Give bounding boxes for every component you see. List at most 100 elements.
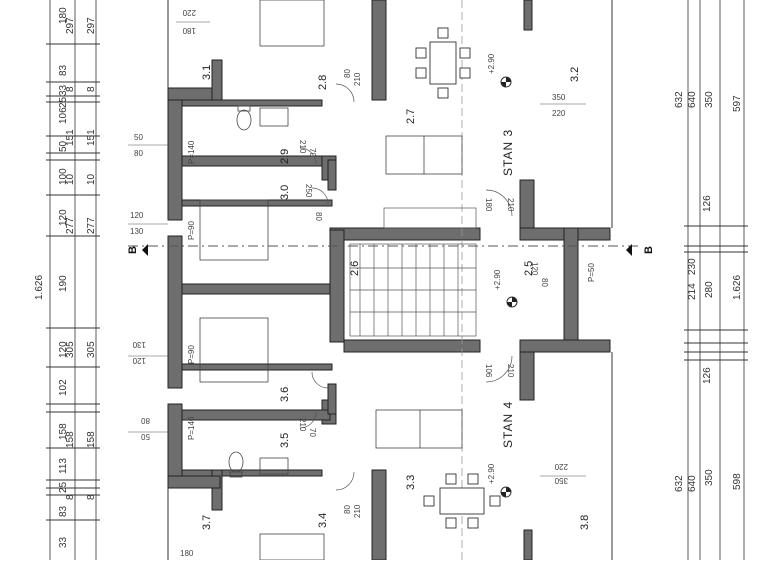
- level-mark-lower: +2.90: [487, 463, 496, 484]
- walls: [167, 0, 611, 561]
- section-mark-right: B: [643, 246, 655, 254]
- dining-table-bottom: [423, 473, 501, 529]
- dim-label: 50: [58, 140, 69, 152]
- dim-label: 305: [65, 341, 76, 358]
- level-mark-center-symbol: [506, 296, 518, 308]
- dim-label: 350: [704, 469, 715, 486]
- room-label: 3.4: [317, 513, 329, 528]
- annotation: 350: [552, 93, 566, 102]
- dim-label: 640: [687, 91, 698, 108]
- dim-label: 230: [687, 258, 698, 275]
- annotation: 210: [353, 72, 362, 86]
- dim-label: 632: [674, 475, 685, 492]
- dim-label: 25: [58, 481, 69, 493]
- annotation: 210: [506, 198, 515, 212]
- annotation: P=140: [187, 416, 196, 440]
- dining-table-top: [415, 27, 471, 99]
- dim-label: 640: [687, 475, 698, 492]
- dim-label: 25: [58, 96, 69, 108]
- dim-label: 83: [58, 64, 69, 76]
- dim-label: 113: [58, 458, 69, 474]
- dim-label: 151: [86, 129, 97, 146]
- room-label: 2.7: [405, 109, 417, 124]
- dim-label: 280: [704, 281, 715, 298]
- level-mark-upper-symbol: [500, 76, 512, 88]
- room-label: 3.5: [279, 433, 291, 448]
- annotation: 180: [182, 26, 196, 35]
- room-label: 3.0: [279, 185, 291, 200]
- dim-label: 33: [58, 84, 69, 96]
- annotation: 120: [530, 262, 539, 276]
- dim-label: 10: [86, 173, 97, 185]
- annotation: 106: [484, 364, 493, 378]
- annotation: 70: [308, 148, 317, 157]
- dim-label: 277: [86, 217, 97, 234]
- dim-label: 106: [58, 107, 69, 124]
- right-dimension-labels: 632 632 640 126 214 230 126 640 350 280 …: [674, 91, 743, 492]
- room-label: 3.6: [279, 387, 291, 402]
- door-swings: [299, 83, 513, 491]
- dim-label: 277: [65, 217, 76, 234]
- annotation: P=90: [187, 345, 196, 364]
- leader-lines: [128, 21, 586, 477]
- annotation: 120: [132, 356, 146, 365]
- dim-label: 214: [687, 283, 698, 300]
- dim-label: 83: [58, 505, 69, 517]
- annotation: 220: [552, 109, 566, 118]
- annotation: 80: [134, 149, 143, 158]
- left-dimension-chain: [46, 0, 100, 560]
- dim-label: 102: [58, 379, 69, 396]
- apartment-label-lower: STAN 4: [501, 401, 515, 448]
- room-label: 3.8: [579, 515, 591, 530]
- annotation: 80: [314, 212, 323, 221]
- apartment-label-upper: STAN 3: [501, 129, 515, 176]
- dim-label: 1.626: [732, 275, 743, 300]
- annotations: P=140 P=90 P=90 P=140 P=50 350 220 220 3…: [130, 8, 596, 558]
- left-dimension-labels: 1.626 180 83 33 25 106 50 100 120 190 12…: [34, 7, 97, 548]
- annotation: 50: [141, 432, 150, 441]
- room-label: 3.1: [201, 65, 213, 80]
- annotation: 80: [540, 278, 549, 287]
- dim-label: 126: [702, 367, 713, 384]
- furniture: [199, 0, 463, 561]
- dim-label: 305: [86, 341, 97, 358]
- level-mark-center: +2.90: [493, 269, 502, 290]
- room-label: 3.3: [405, 475, 417, 490]
- annotation: 120: [130, 211, 144, 220]
- dim-label: 10: [65, 173, 76, 185]
- section-arrow-left: [142, 244, 148, 256]
- room-label: 3.2: [569, 67, 581, 82]
- annotation: 80: [343, 505, 352, 514]
- dim-label: 8: [65, 494, 76, 500]
- room-label: 3.7: [201, 515, 213, 530]
- dim-label: 100: [58, 168, 69, 185]
- annotation: 70: [308, 428, 317, 437]
- dim-label: 1.626: [34, 275, 45, 300]
- level-mark-lower-symbol: [500, 486, 512, 498]
- annotation: 210: [298, 418, 307, 432]
- dim-label: 297: [86, 17, 97, 34]
- stairs: [349, 207, 477, 337]
- dim-label: 632: [674, 91, 685, 108]
- room-label: 2.8: [317, 75, 329, 90]
- room-label: 2.5: [523, 261, 535, 276]
- annotation: 210: [506, 364, 515, 378]
- annotation: 130: [132, 340, 146, 349]
- dim-label: 598: [732, 473, 743, 490]
- dim-label: 120: [58, 341, 69, 358]
- annotation: P=50: [587, 263, 596, 282]
- dim-label: 158: [86, 431, 97, 448]
- dim-label: 8: [86, 86, 97, 92]
- level-mark-upper: +2.90: [487, 53, 496, 74]
- annotation: 250: [304, 184, 313, 198]
- dim-label: 120: [58, 209, 69, 226]
- dim-label: 180: [58, 7, 69, 24]
- annotation: 350: [554, 476, 568, 485]
- annotation: 210: [298, 140, 307, 154]
- dim-label: 158: [65, 431, 76, 448]
- dim-label: 151: [65, 129, 76, 146]
- dim-label: 33: [58, 536, 69, 548]
- dim-label: 8: [65, 86, 76, 92]
- section-mark-left: B: [127, 246, 139, 254]
